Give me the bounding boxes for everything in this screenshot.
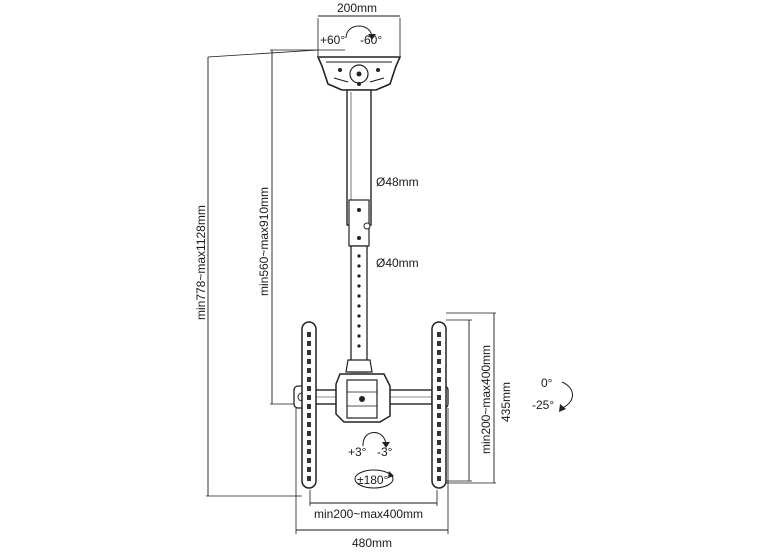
bracket-slot [437, 368, 441, 373]
vesa-vertical-dimension: min200~max400mm [446, 319, 493, 482]
pole-hole [357, 344, 361, 348]
bracket-slot [437, 404, 441, 409]
bracket-slot [307, 422, 311, 427]
top-width-dimension: 200mm [317, 1, 401, 56]
bracket-slot [437, 422, 441, 427]
pole-hole [357, 294, 361, 298]
bracket-slot [307, 341, 311, 346]
roll-indicator: +3° -3° [348, 432, 393, 459]
roll-neg-label: -3° [377, 445, 393, 459]
bracket-slot [437, 386, 441, 391]
outer-height-label: min778~max1128mm [194, 205, 208, 320]
top-width-label: 200mm [337, 1, 377, 15]
pole-hole [357, 274, 361, 278]
tilt-down-label: -25° [532, 398, 554, 412]
tilt-indicator: 0° -25° [532, 376, 573, 412]
bracket-slot [307, 440, 311, 445]
lower-tube [345, 245, 373, 373]
pan-rotation: +60° -60° [320, 25, 382, 47]
bracket-slot [307, 386, 311, 391]
upper-tube-diameter: Ø48mm [376, 175, 419, 189]
bracket-slot [437, 332, 441, 337]
pole-hole [357, 254, 361, 258]
bracket-slot [307, 476, 311, 481]
pole-hole [357, 304, 361, 308]
bracket-slot [307, 377, 311, 382]
bracket-slot [307, 413, 311, 418]
tilt-head [335, 373, 391, 423]
total-width-label: 480mm [352, 536, 392, 550]
bracket-slot [307, 350, 311, 355]
bracket-slot [307, 332, 311, 337]
bracket-height-label: 435mm [499, 382, 513, 422]
pole-hole [357, 264, 361, 268]
pan-left-label: +60° [320, 33, 345, 47]
pole-hole [357, 324, 361, 328]
inner-height-dimension: min560~max910mm [257, 49, 345, 405]
upper-tube [346, 89, 372, 247]
bracket-slot [437, 341, 441, 346]
bracket-slot [437, 458, 441, 463]
bracket-slot [437, 377, 441, 382]
bracket-slot [437, 413, 441, 418]
right-bracket [431, 321, 447, 489]
left-bracket [301, 321, 317, 489]
bracket-slot [307, 359, 311, 364]
bracket-slot [307, 458, 311, 463]
bracket-slot [437, 467, 441, 472]
bracket-slot [437, 476, 441, 481]
bracket-height-dimension: 435mm [446, 312, 513, 484]
bracket-slot [437, 395, 441, 400]
bracket-slot [307, 368, 311, 373]
bracket-slot [437, 359, 441, 364]
total-width-dimension: 480mm [295, 408, 449, 550]
bracket-slot [307, 404, 311, 409]
bracket-slot [437, 449, 441, 454]
pole-hole [357, 314, 361, 318]
swivel-label: ±180° [357, 473, 389, 487]
bracket-slot [307, 395, 311, 400]
inner-height-label: min560~max910mm [257, 187, 271, 296]
swivel-indicator: ±180° [354, 469, 394, 489]
bracket-slot [307, 431, 311, 436]
roll-pos-label: +3° [348, 445, 367, 459]
tilt-zero-label: 0° [541, 376, 553, 390]
bracket-slot [437, 431, 441, 436]
pole-hole [357, 284, 361, 288]
vesa-vertical-label: min200~max400mm [479, 345, 493, 454]
bracket-slot [307, 449, 311, 454]
bracket-slot [437, 350, 441, 355]
bracket-slot [307, 467, 311, 472]
vesa-horizontal-dimension: min200~max400mm [309, 490, 438, 521]
vesa-horizontal-label: min200~max400mm [314, 507, 423, 521]
pole-hole [357, 334, 361, 338]
ceiling-plate [316, 56, 402, 91]
bracket-slot [437, 440, 441, 445]
lower-tube-diameter: Ø40mm [376, 256, 419, 270]
pan-right-label: -60° [360, 33, 382, 47]
outer-height-dimension: min778~max1128mm [194, 49, 319, 497]
